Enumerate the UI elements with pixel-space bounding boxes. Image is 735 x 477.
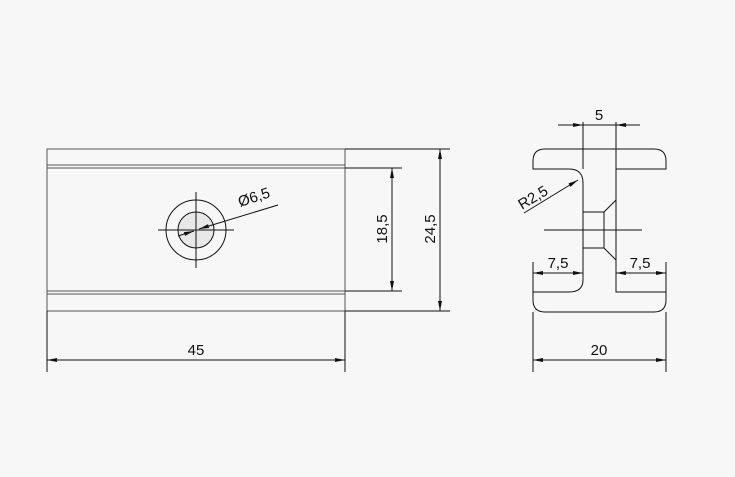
profile-outline [532,148,667,313]
total-height-label: 24,5 [422,214,439,243]
hole-diameter-label: Ø6,5 [236,185,272,211]
web-width-label: 5 [595,107,603,124]
front-view: Ø6,5 18,5 24,5 45 [46,148,450,372]
right-overhang-label: 7,5 [630,255,651,272]
length-label: 45 [188,342,205,359]
diameter-leader [198,204,279,230]
diameter-arrow [177,230,195,237]
inner-height-label: 18,5 [374,214,391,243]
countersink-line [603,199,617,213]
radius-leader [523,179,579,214]
fillet-radius-label: R2,5 [515,183,551,214]
total-width-label: 20 [591,342,608,359]
left-overhang-label: 7,5 [548,255,569,272]
plate-outline [46,148,346,312]
countersink-line [603,247,617,261]
section-view: 5 R2,5 7,5 7,5 20 [515,107,667,372]
